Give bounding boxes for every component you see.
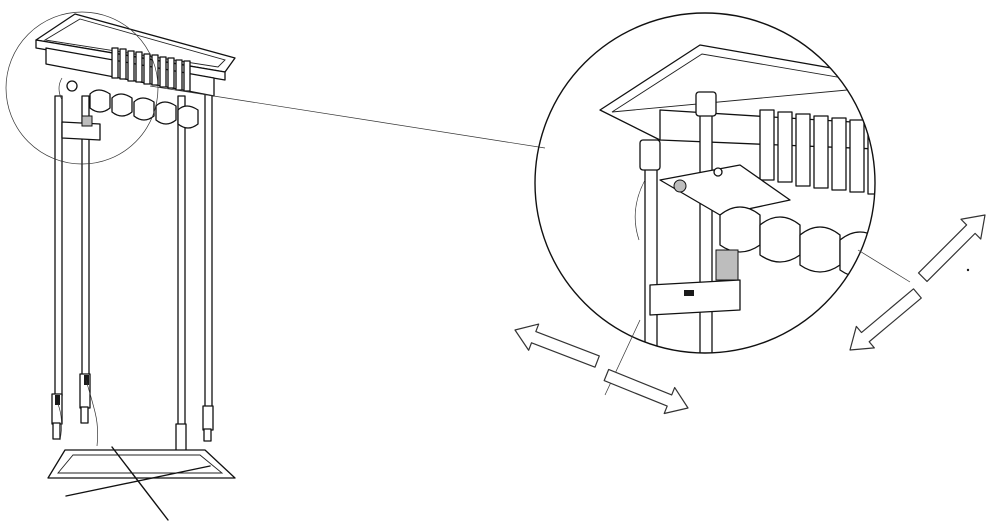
detail-rod-right [699,99,713,353]
leader-line [149,85,546,149]
clip-row [89,89,199,129]
mounting-frame [35,13,236,141]
detail-view [599,44,875,353]
rod-right-inner [175,95,187,453]
support-rods [51,87,214,453]
cooling-fins [111,47,191,92]
detail-callout [534,12,876,354]
rod-left-inner [79,95,91,424]
assembly-overview [5,11,236,521]
rod-right-outer [202,87,214,442]
detail-callout-circle [534,12,876,354]
pointer-line-2 [857,249,911,283]
detail-fins [759,109,875,195]
base-plate [47,446,236,521]
detail-rod-left [644,149,658,353]
detail-callout-small [5,11,159,165]
cross-line-2 [111,446,169,521]
cables [57,379,99,447]
arrow-right-outward [603,368,689,415]
arrow-left-outward [514,323,600,368]
arrow-lower-left [849,288,922,351]
direction-arrows [514,214,986,415]
rod-left-outer [51,95,63,440]
arrow-upper-right [917,214,986,283]
